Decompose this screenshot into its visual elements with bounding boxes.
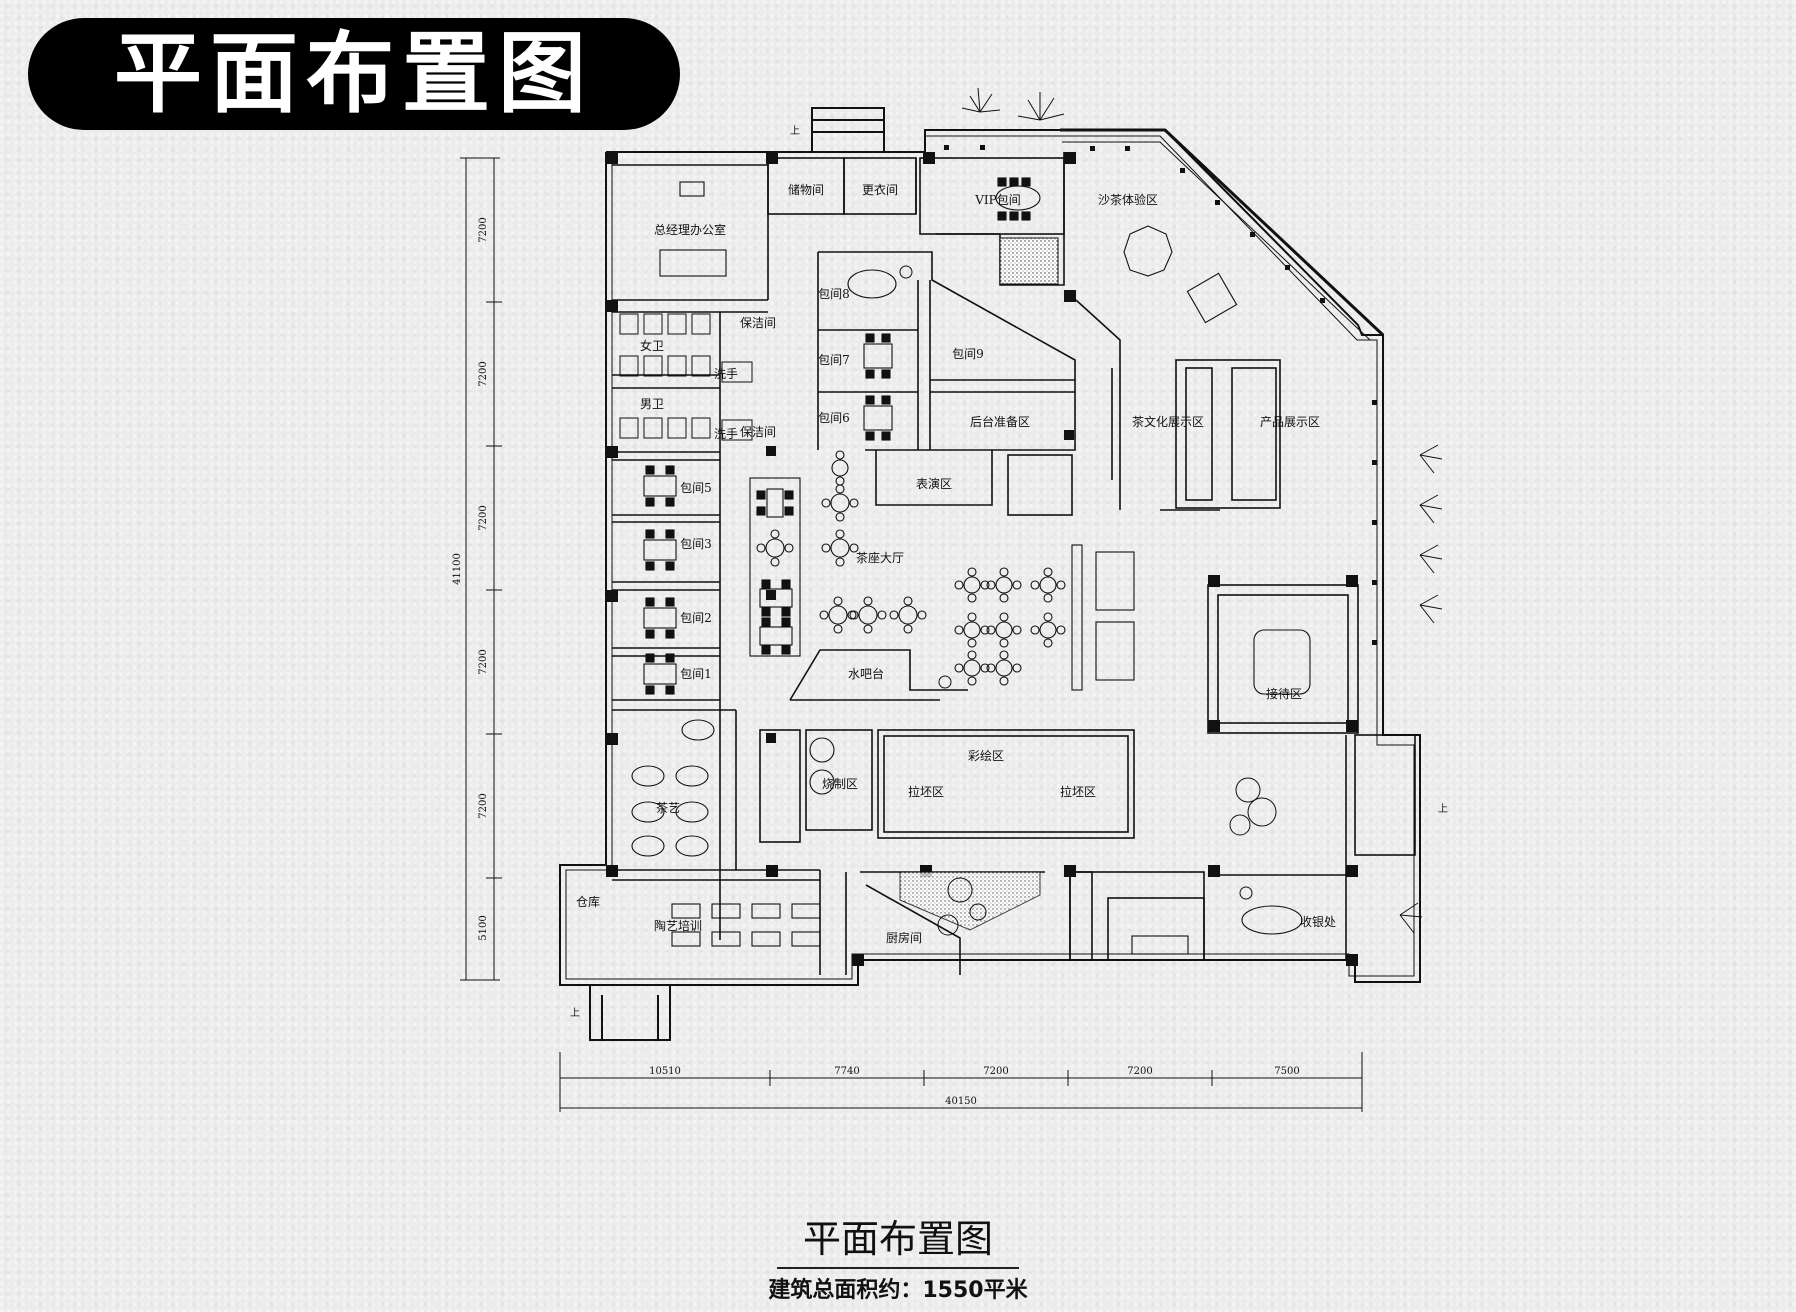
room-label: 总经理办公室	[654, 222, 726, 237]
entrance-markers: 上 上 上	[570, 125, 1448, 1019]
dimension-label: 7200	[1127, 1066, 1152, 1077]
room-label: 洗手	[714, 427, 738, 441]
page-title: 平面布置图	[113, 22, 594, 125]
room-label: 包间8	[818, 287, 850, 301]
room-label: 包间5	[680, 481, 712, 495]
furniture	[631, 177, 1311, 955]
plan-caption-title: 平面布置图	[776, 1208, 1019, 1269]
room-label: 后台准备区	[970, 414, 1030, 429]
dimension-total-height: 41100	[452, 553, 463, 585]
wall-columns	[606, 152, 1358, 966]
room-label: 储物间	[788, 182, 824, 197]
toilet-stalls	[619, 313, 753, 441]
entrance-marker: 上	[790, 125, 800, 137]
dimension-label: 7200	[478, 217, 489, 242]
dimension-label: 7200	[478, 649, 489, 674]
room-label: 收银处	[1300, 915, 1336, 929]
room-label: 女卫	[640, 338, 664, 353]
room-label: 保洁间	[740, 425, 776, 439]
room-label: 沙茶体验区	[1098, 192, 1158, 207]
dimension-label: 7200	[478, 793, 489, 818]
room-label: 包间9	[952, 347, 984, 361]
room-label: 茶文化展示区	[1132, 414, 1204, 429]
room-label: 仓库	[576, 894, 600, 909]
dimension-label: 7200	[478, 505, 489, 530]
room-labels: 总经理办公室 储物间 更衣间 VIP包间 沙茶体验区 女卫 男卫 保洁间 保洁间…	[576, 182, 1336, 945]
room-label: 洗手	[714, 367, 738, 381]
dimension-label: 7200	[478, 361, 489, 386]
dimension-lines	[460, 157, 1363, 1112]
room-label: 烧制区	[822, 777, 858, 791]
room-label: 包间1	[680, 667, 712, 681]
room-label: 包间2	[680, 611, 712, 625]
entrance-marker: 上	[570, 1007, 580, 1019]
dimension-label: 10510	[649, 1066, 681, 1077]
title-banner: 平面布置图	[28, 18, 680, 130]
room-label: 男卫	[640, 397, 664, 411]
outer-walls	[559, 107, 1421, 1041]
room-label: 表演区	[916, 476, 952, 491]
room-label: 更衣间	[862, 182, 898, 197]
dimension-labels: 7200 7200 7200 7200 7200 5100 41100 1051…	[452, 217, 1300, 1107]
partitions	[612, 152, 1416, 975]
plan-caption: 平面布置图	[0, 1208, 1796, 1269]
room-label: VIP包间	[974, 193, 1020, 207]
dimension-label: 7740	[834, 1066, 859, 1077]
room-label: 水吧台	[848, 666, 884, 681]
dimension-label: 7500	[1274, 1066, 1299, 1077]
room-label: 接待区	[1266, 686, 1302, 701]
room-label: 产品展示区	[1260, 415, 1320, 429]
room-label: 包间6	[818, 411, 850, 425]
room-label: 陶艺培训	[654, 918, 702, 933]
room-label: 包间7	[818, 353, 850, 367]
plants	[899, 87, 1443, 936]
room-label: 厨房间	[886, 930, 922, 945]
room-label: 包间3	[680, 537, 712, 551]
dimension-label: 5100	[478, 915, 489, 940]
room-label: 拉坯区	[1060, 784, 1096, 799]
dimension-total-width: 40150	[945, 1096, 977, 1107]
room-label: 保洁间	[740, 316, 776, 330]
room-label: 彩绘区	[968, 748, 1004, 763]
area-note: 建筑总面积约：1550平米	[768, 1278, 1028, 1303]
room-label: 茶艺	[656, 800, 680, 815]
room-label: 拉坯区	[908, 784, 944, 799]
facade-markers	[944, 145, 1377, 645]
dimension-label: 7200	[983, 1066, 1008, 1077]
room-label: 茶座大厅	[856, 550, 904, 565]
entrance-marker: 上	[1438, 803, 1448, 815]
garden-patches	[899, 237, 1059, 931]
